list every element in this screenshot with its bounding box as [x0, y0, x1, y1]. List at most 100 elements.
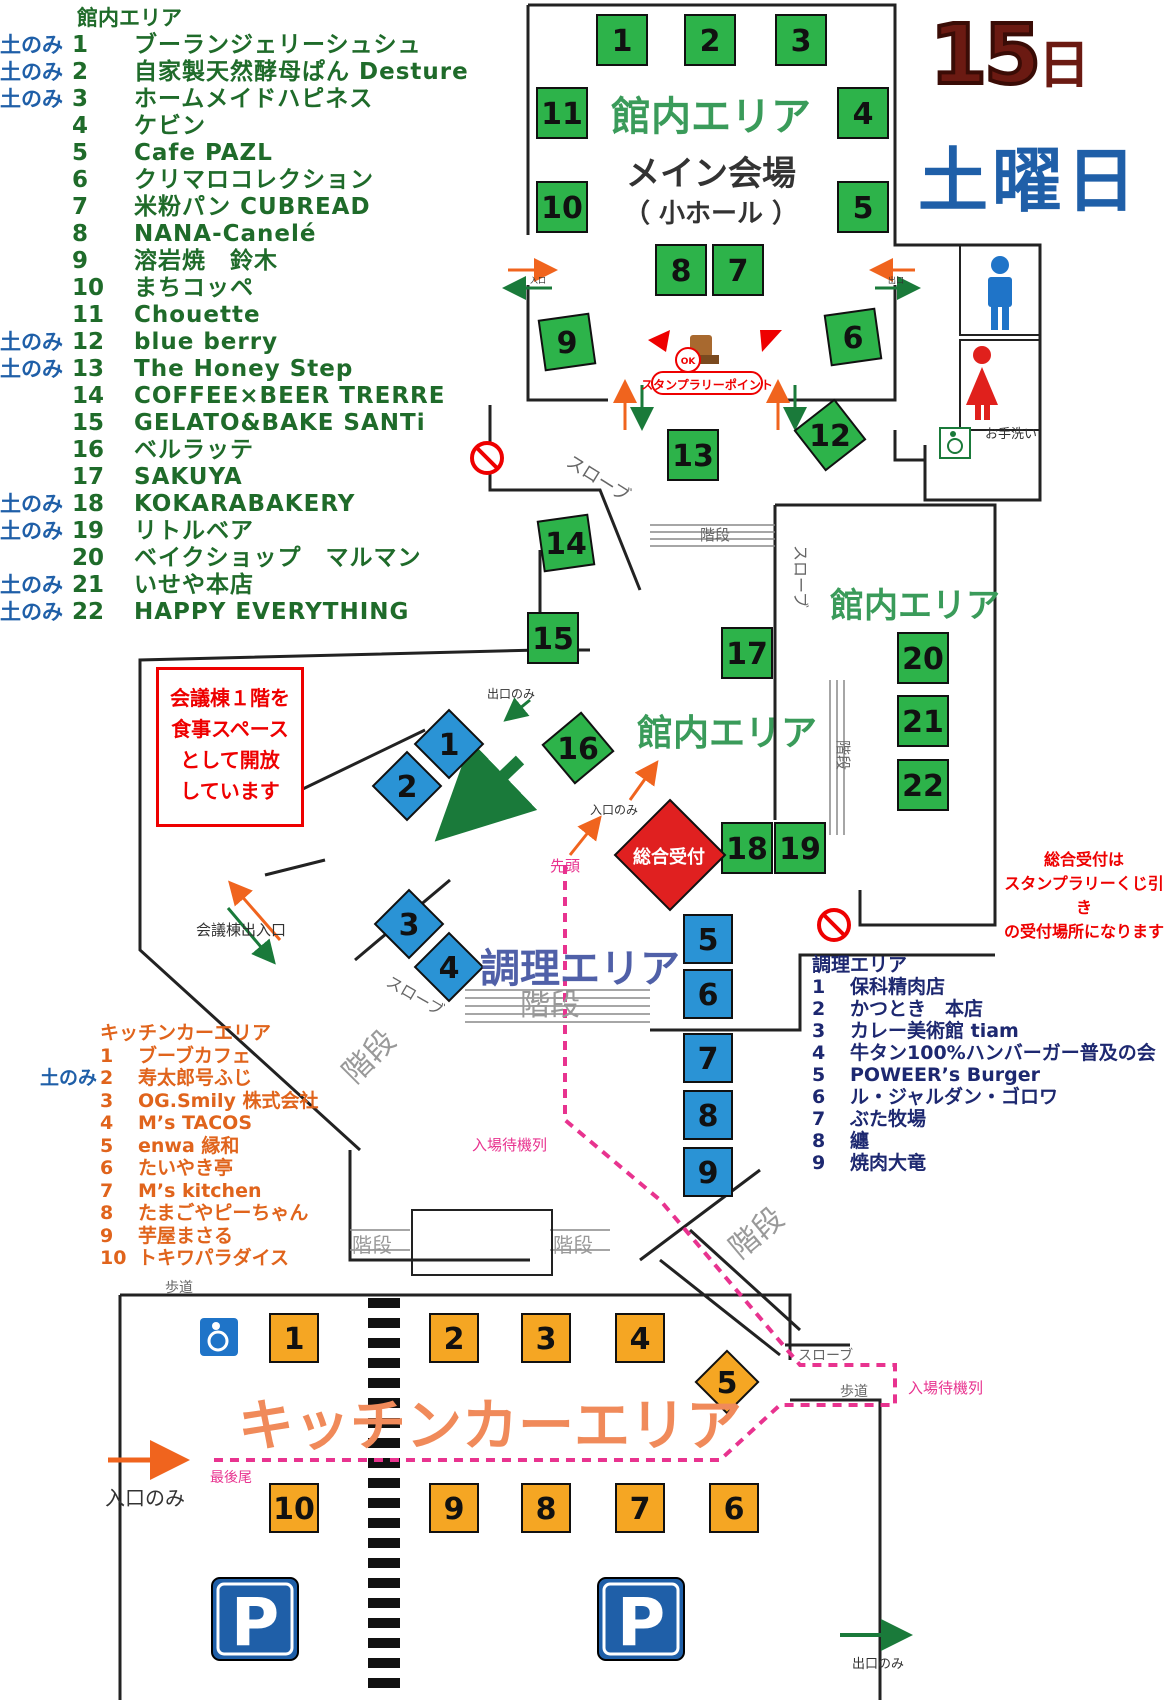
booth-number: 9	[100, 1224, 114, 1247]
booth-number: 1	[812, 976, 826, 998]
saturday-only-tag	[0, 437, 72, 464]
booth-number: 12	[809, 419, 851, 454]
booth-box	[683, 1090, 733, 1140]
notice-line: しています	[180, 779, 280, 803]
vendor-name: ケビン	[134, 113, 206, 139]
cooking-booth: 4	[413, 931, 485, 1003]
booth-number: 22	[902, 769, 944, 804]
booth-number: 5	[100, 1134, 114, 1157]
booth-number: 18	[72, 491, 105, 517]
notice-line: 食事スペース	[171, 717, 289, 741]
vendor-name: 芋屋まさる	[138, 1224, 234, 1247]
booth-number: 20	[902, 642, 944, 677]
last-of-line-label: 最後尾	[210, 1470, 252, 1486]
booth-box	[521, 1313, 571, 1363]
cooking-area-heading: 調理エリア	[812, 954, 908, 976]
parking-icon	[211, 1577, 299, 1661]
kitchen-car-booth: 3	[521, 1313, 571, 1363]
saturday-only-tag	[0, 383, 72, 410]
booth-number: 8	[812, 1130, 826, 1152]
booth-number: 2	[444, 1322, 465, 1357]
cooking-booth: 9	[683, 1147, 733, 1197]
reception-note-line: スタンプラリーくじ引き	[1004, 874, 1164, 917]
parking-label: P	[617, 1584, 665, 1661]
inner-booth: 5	[837, 181, 889, 233]
inner-area-heading: 館内エリア	[77, 6, 182, 30]
vendor-name: 寿太郎号ふじ	[138, 1067, 253, 1089]
saturday-only-tag	[0, 275, 72, 302]
exit-label: 出口	[888, 275, 904, 285]
vendor-name: たいやき亭	[138, 1157, 234, 1179]
booth-box	[373, 888, 445, 960]
stairs-label: 階段	[553, 1233, 593, 1257]
stairs-label: 階段	[723, 1201, 791, 1266]
kitchen-car-booth: 2	[429, 1313, 479, 1363]
booth-number: 6	[843, 321, 864, 356]
saturday-only-tag: 土のみ	[0, 492, 63, 516]
main-hall-label: メイン会場	[626, 154, 796, 194]
male-restroom-icon	[988, 256, 1012, 330]
booth-number: 18	[726, 832, 768, 867]
saturday-only-tag	[0, 410, 72, 437]
booth-box	[837, 181, 889, 233]
inner-booth: 18	[721, 822, 773, 874]
vendor-name: ブーブカフェ	[138, 1044, 251, 1067]
vendor-name: 焼肉大竜	[850, 1152, 927, 1174]
booth-box	[667, 429, 719, 481]
wheelchair-icon	[939, 427, 971, 459]
booth-number: 1	[612, 24, 633, 59]
stairs-label: 階段	[700, 526, 730, 544]
booth-number: 14	[545, 527, 587, 562]
vendor-name: GELATO&BAKE SANTi	[134, 410, 426, 436]
reception-note: 総合受付は スタンプラリーくじ引き の受付場所になります	[1000, 848, 1168, 944]
inner-booth: 13	[667, 429, 719, 481]
booth-number: 9	[444, 1492, 465, 1527]
booth-box	[596, 14, 648, 66]
booth-number: 3	[791, 24, 812, 59]
booth-box	[793, 398, 867, 472]
booth-box	[897, 759, 949, 811]
saturday-only-tag	[40, 1180, 100, 1203]
saturday-only-tag: 土のみ	[0, 33, 63, 57]
vendor-name: ベイクショップ マルマン	[134, 545, 422, 571]
booth-number: 3	[536, 1322, 557, 1357]
no-smoking-icon	[817, 908, 851, 942]
vendor-name: M’s TACOS	[138, 1112, 253, 1134]
booth-number: 6	[698, 978, 719, 1013]
vendor-name: ブーランジェリーシュシュ	[134, 32, 422, 58]
main-hall-area-label: 館内エリア	[611, 94, 811, 140]
inner-area-label-3: 館内エリア	[637, 712, 817, 754]
saturday-only-tag: 土のみ	[0, 60, 63, 84]
booth-number: 5	[698, 923, 719, 958]
cooking-booth: 6	[683, 969, 733, 1019]
booth-number: 10	[72, 275, 105, 301]
entrance-only-label: 入口のみ	[105, 1486, 185, 1510]
cooking-booth: 2	[371, 750, 443, 822]
vendor-name: いせや本店	[134, 572, 254, 598]
booth-number: 1	[100, 1044, 114, 1067]
booth-number: 9	[698, 1156, 719, 1191]
kitchen-car-booth: 1	[269, 1313, 319, 1363]
saturday-only-tag: 土のみ	[0, 573, 63, 597]
inner-booth: 12	[793, 398, 867, 472]
vendor-name: M’s kitchen	[138, 1179, 262, 1202]
washroom-label: お手洗い	[985, 427, 1037, 442]
